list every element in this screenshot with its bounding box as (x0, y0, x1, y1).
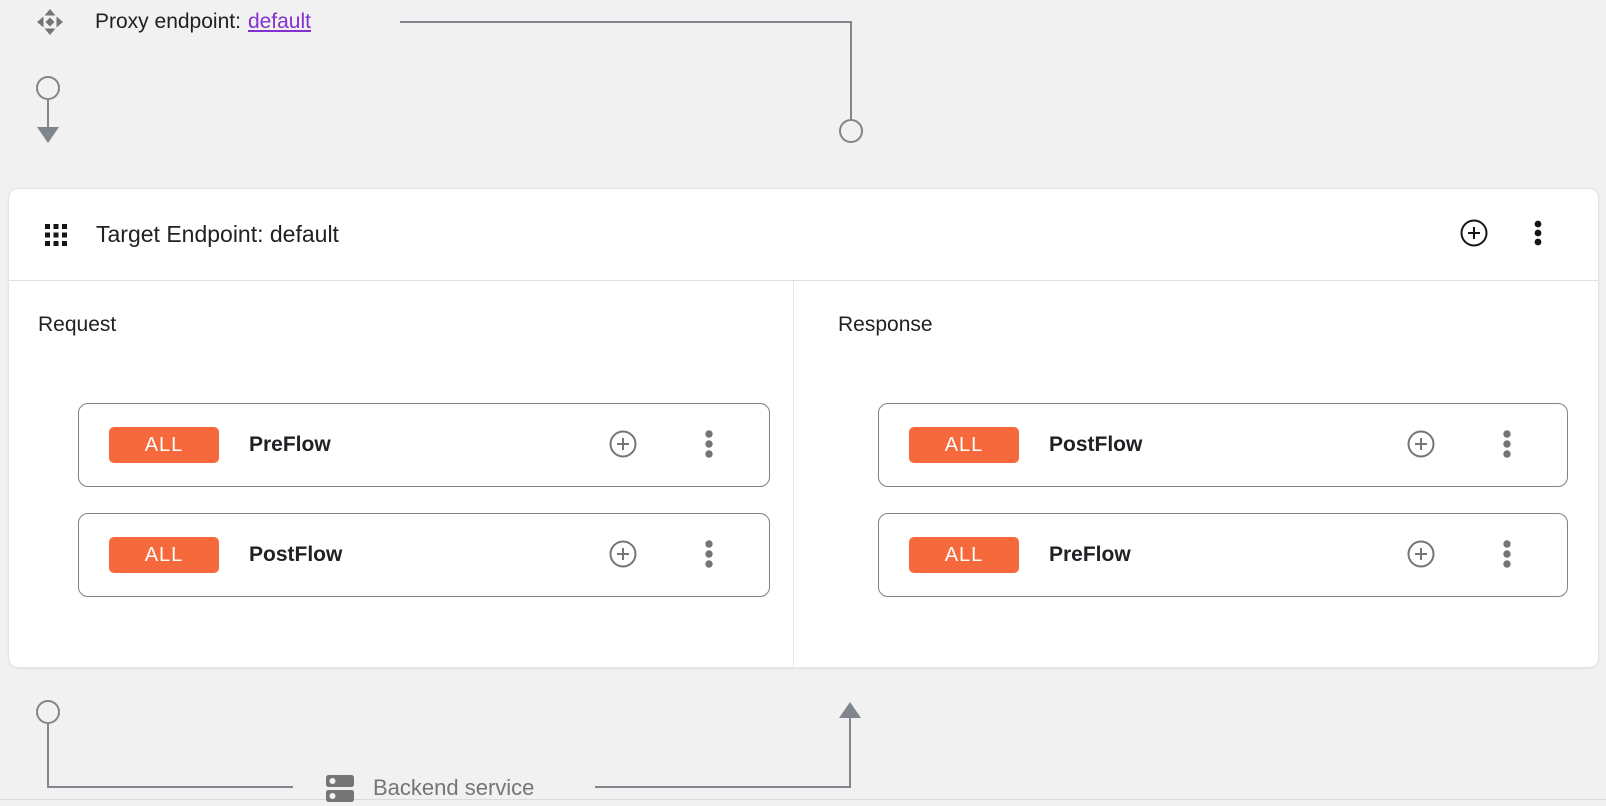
backend-return-line (595, 718, 851, 788)
server-icon (323, 771, 357, 805)
add-target-button[interactable] (1460, 219, 1488, 250)
inbound-start-circle (36, 76, 60, 100)
add-policy-button[interactable] (609, 540, 637, 571)
backend-service-node: Backend service (323, 771, 534, 805)
flow-name: PostFlow (249, 543, 343, 566)
flow-more-menu-button[interactable] (695, 539, 723, 572)
condition-badge: ALL (109, 537, 219, 573)
flow-more-menu-button[interactable] (695, 429, 723, 462)
flow-name: PreFlow (249, 433, 331, 456)
response-preflow-card[interactable]: ALL PreFlow (878, 513, 1568, 597)
response-postflow-card[interactable]: ALL PostFlow (878, 403, 1568, 487)
request-response-divider (793, 281, 794, 667)
proxy-endpoint-label: Proxy endpoint: (95, 10, 241, 33)
inbound-arrowhead (37, 127, 59, 143)
target-endpoint-header: Target Endpoint: default (9, 189, 1598, 281)
proxy-to-target-connector (400, 21, 852, 119)
flow-name: PreFlow (1049, 543, 1131, 566)
plus-circle-icon (1407, 540, 1435, 571)
flow-more-menu-button[interactable] (1493, 539, 1521, 572)
plus-circle-icon (609, 430, 637, 461)
connector-end-circle (839, 119, 863, 143)
more-vert-icon (705, 539, 713, 572)
more-vert-icon (1503, 539, 1511, 572)
request-preflow-card[interactable]: ALL PreFlow (78, 403, 770, 487)
response-label: Response (838, 313, 933, 336)
canvas-bottom-divider (0, 799, 1606, 800)
flow-name: PostFlow (1049, 433, 1143, 456)
condition-badge: ALL (909, 537, 1019, 573)
grid-icon (45, 223, 67, 246)
condition-badge: ALL (909, 427, 1019, 463)
add-policy-button[interactable] (1407, 540, 1435, 571)
proxy-endpoint-link[interactable]: default (247, 10, 311, 33)
move-icon (36, 8, 64, 36)
plus-circle-icon (609, 540, 637, 571)
proxy-endpoint-node: Proxy endpoint: default (36, 8, 311, 36)
more-vert-icon (1503, 429, 1511, 462)
target-more-menu-button[interactable] (1524, 219, 1552, 250)
plus-circle-icon (1460, 219, 1488, 250)
backend-service-label: Backend service (373, 775, 535, 800)
plus-circle-icon (1407, 430, 1435, 461)
add-policy-button[interactable] (1407, 430, 1435, 461)
request-label: Request (38, 313, 117, 336)
outbound-start-circle (36, 700, 60, 724)
add-policy-button[interactable] (609, 430, 637, 461)
outbound-to-backend-line (47, 723, 293, 788)
backend-return-arrowhead (839, 702, 861, 718)
more-vert-icon (1534, 219, 1542, 250)
target-endpoint-title: Target Endpoint: default (96, 221, 339, 247)
condition-badge: ALL (109, 427, 219, 463)
flow-more-menu-button[interactable] (1493, 429, 1521, 462)
request-postflow-card[interactable]: ALL PostFlow (78, 513, 770, 597)
more-vert-icon (705, 429, 713, 462)
